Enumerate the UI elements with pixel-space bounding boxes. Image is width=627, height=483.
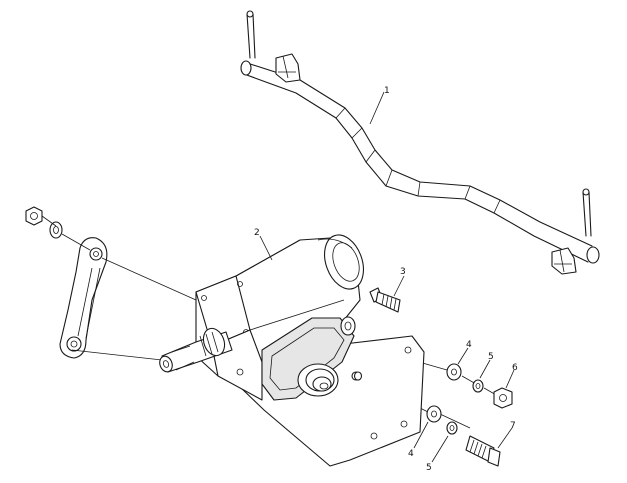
cotter-pin-right [582,188,592,237]
callout-3: 3 [400,267,406,277]
lock-washer-5a [472,379,484,393]
bolt-7 [465,435,501,467]
lock-washer-5b [446,421,458,435]
callout-5a: 5 [488,352,494,362]
callouts: 1 2 3 4 5 6 4 5 7 [254,86,518,473]
callout-4a: 4 [466,340,472,350]
callout-6: 6 [512,363,518,373]
nut-left [25,206,43,226]
drag-link-rod [240,60,600,264]
rod-clamp-left [275,53,301,83]
steering-gear-box [195,234,425,467]
callout-1: 1 [384,86,390,96]
washer-4b [426,405,442,423]
nut-6 [493,387,513,409]
input-shaft [159,327,233,373]
bolt-3 [369,287,401,313]
callout-4b: 4 [408,449,414,459]
callout-5b: 5 [426,463,432,473]
rod-clamp-right [551,247,577,275]
small-washer [353,371,363,381]
washer-left [49,221,63,239]
cotter-pin-left [246,10,256,59]
pitman-arm [59,237,108,359]
callout-2: 2 [254,228,260,238]
washer-4a [446,363,462,381]
callout-7: 7 [510,421,516,431]
